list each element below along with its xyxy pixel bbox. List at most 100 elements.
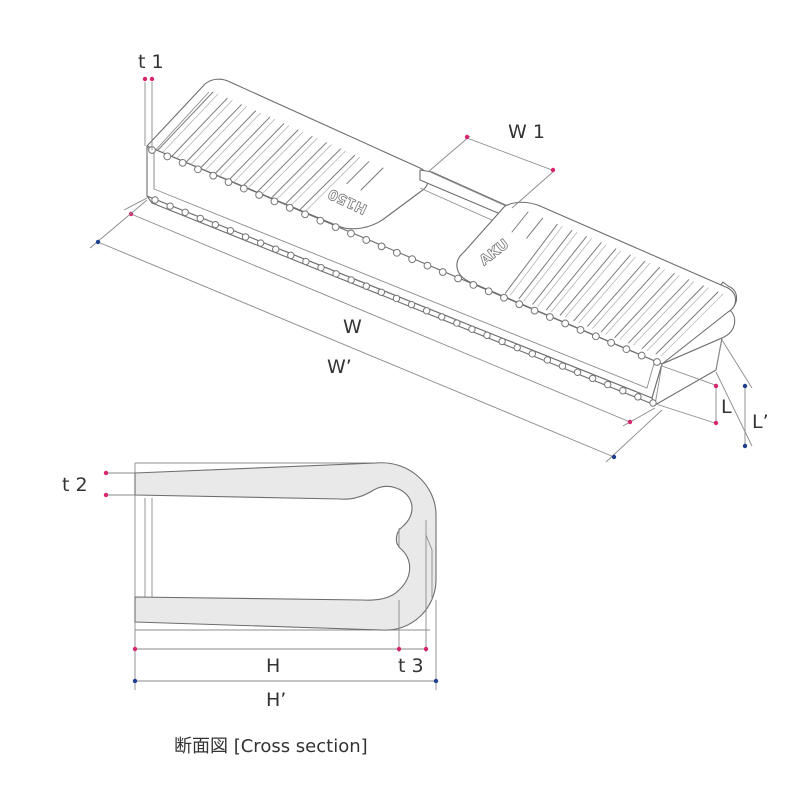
rib: [504, 223, 558, 294]
edge-bump: [377, 288, 386, 296]
rib-highlight: [261, 137, 318, 195]
rib-highlight: [162, 93, 219, 153]
edge-bump: [622, 345, 631, 354]
isometric-view: H150 AKU t 1 W 1 W: [89, 51, 769, 463]
edge-bump: [196, 214, 204, 223]
rib-highlight: [233, 125, 290, 183]
t2-label: t 2: [62, 474, 88, 496]
rib: [185, 104, 242, 163]
edge-bump: [362, 236, 371, 244]
left-pad-ribs: [157, 91, 384, 213]
edge-bump: [468, 325, 476, 333]
h-prime-dimension: H’: [132, 678, 439, 711]
rib-highlight: [619, 275, 680, 340]
edge-bump: [166, 202, 174, 210]
edge-bump: [422, 307, 431, 315]
edge-bump: [528, 350, 536, 358]
rib: [655, 291, 719, 355]
edge-bump: [392, 248, 401, 257]
edge-bump: [226, 227, 235, 235]
rib: [214, 116, 271, 175]
edge-bump: [241, 233, 250, 241]
edge-bump: [588, 374, 597, 383]
rib: [299, 154, 356, 211]
cross-section-caption: 断面図 [Cross section]: [174, 736, 368, 757]
rib: [228, 123, 285, 181]
edge-bump: [163, 152, 172, 161]
edge-bump: [408, 255, 417, 264]
t1-dimension: t 1: [138, 51, 164, 150]
rib-highlight: [605, 268, 665, 335]
rib: [157, 91, 214, 151]
edge-bump: [347, 229, 355, 238]
t3-label: t 3: [398, 655, 424, 677]
h-prime-label: H’: [266, 689, 286, 711]
w-prime-dimension: W’: [89, 199, 663, 463]
edge-bump: [483, 331, 491, 340]
t1-label: t 1: [138, 51, 164, 73]
edge-bump: [423, 261, 432, 270]
rib-highlight: [646, 287, 709, 351]
edge-bump: [272, 245, 280, 253]
edge-bump: [484, 287, 493, 296]
rib: [545, 242, 602, 311]
rib-highlight: [564, 250, 622, 318]
connector-bridge: [419, 169, 513, 217]
rib-highlight: [660, 293, 724, 357]
rib: [559, 248, 617, 316]
rib-highlight: [219, 118, 276, 177]
edge-bump: [513, 343, 521, 352]
edge-bump: [407, 300, 416, 309]
edge-bump: [561, 319, 570, 328]
edge-bump: [438, 268, 447, 276]
rib-highlight: [275, 144, 332, 201]
rib: [200, 110, 256, 169]
rib: [526, 217, 544, 239]
rib: [285, 148, 341, 205]
edge-bump: [545, 313, 554, 321]
rib-highlight: [523, 232, 578, 302]
edge-bump: [362, 282, 370, 290]
edge-bump: [530, 306, 539, 315]
rib-highlight: [304, 156, 361, 213]
edge-bump: [454, 274, 462, 283]
edge-bump: [151, 196, 159, 204]
edge-bump: [591, 332, 600, 341]
cross-section-view: t 2 H t 3 H’: [62, 462, 439, 711]
edge-bump: [576, 325, 585, 334]
edge-bump: [392, 294, 401, 303]
t2-dimension: t 2: [62, 470, 135, 498]
rib-highlight: [578, 256, 636, 324]
edge-bump: [316, 216, 325, 225]
edge-bump: [500, 293, 508, 302]
rib: [641, 285, 704, 349]
edge-bump: [619, 386, 627, 395]
edge-bump: [543, 356, 552, 364]
l-prime-label: L’: [752, 411, 769, 433]
rib: [360, 167, 384, 191]
edge-bump: [453, 319, 461, 327]
rib-highlight: [592, 262, 651, 329]
rib-highlight: [205, 112, 261, 171]
edge-bump: [469, 281, 478, 289]
right-pad-ribs: [504, 211, 724, 357]
l-prime-dimension: L’: [715, 339, 769, 449]
rib-highlight: [551, 244, 607, 313]
w-prime-label: W’: [327, 356, 352, 378]
rib-highlight: [190, 106, 247, 165]
edge-bump: [637, 351, 646, 360]
w-label: W: [343, 316, 362, 338]
rib-highlight: [537, 238, 592, 307]
rib: [346, 161, 370, 185]
rib: [256, 135, 313, 193]
edge-bump: [301, 210, 309, 219]
edge-bump: [287, 251, 295, 260]
edge-bump: [239, 184, 248, 193]
edge-bump: [331, 223, 340, 231]
edge-bump: [270, 197, 279, 206]
scalloped-edge: [148, 146, 661, 407]
edge-bump: [224, 178, 233, 187]
w1-dimension: W 1: [427, 121, 556, 209]
edge-bump: [256, 239, 265, 247]
